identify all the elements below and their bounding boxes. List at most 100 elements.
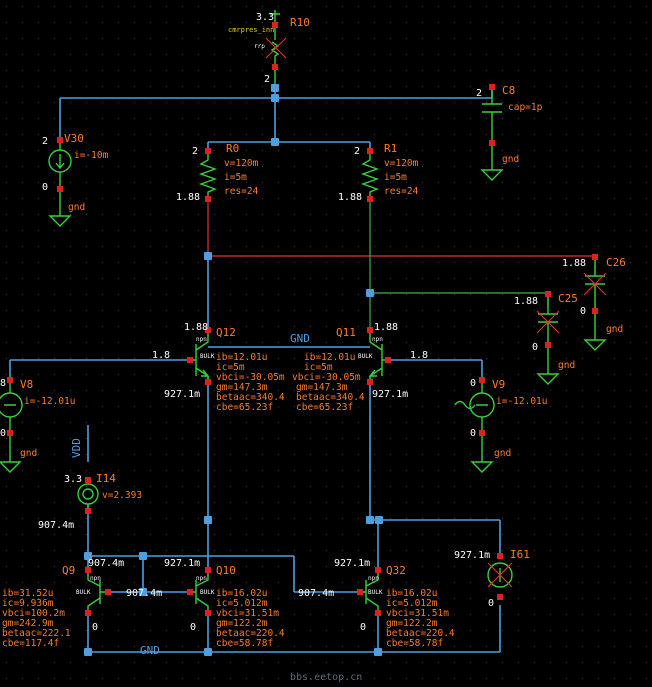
r1-node-top: 2 — [354, 146, 360, 157]
v9-param: i=-12.01u — [496, 396, 547, 407]
r1-param-res: res=24 — [384, 186, 419, 197]
v9-name: V9 — [492, 378, 505, 391]
q9-param-ic: ic=9.936m — [2, 598, 54, 609]
junction-dot — [139, 552, 147, 560]
i61-node-bot: 0 — [488, 598, 494, 609]
q32-param-gm: gm=122.2m — [386, 618, 438, 629]
v9-node-bot: 0 — [470, 428, 476, 439]
v30-node-top: 2 — [42, 136, 48, 147]
q32-transistor[interactable] — [357, 567, 381, 616]
q12-bulk: BULK — [200, 353, 215, 360]
c8-param: cap=1p — [508, 102, 543, 113]
r0-node-top: 2 — [192, 146, 198, 157]
q10-emitter: 0 — [190, 622, 196, 633]
q9-bulk: BULK — [76, 589, 91, 596]
c26-capacitor[interactable] — [583, 254, 607, 351]
c8-capacitor[interactable] — [480, 84, 504, 181]
q10-param-vbci: vbci=31.51m — [216, 608, 279, 619]
q9-param-betaac: betaac=222.1 — [2, 628, 71, 639]
q11-param-ib: ib=12.01u — [304, 352, 355, 363]
c25-node-bot: 0 — [532, 342, 538, 353]
r1-node-bot: 1.88 — [338, 192, 362, 203]
q11-param-ic: ic=5m — [304, 362, 333, 373]
r10-name: R10 — [290, 16, 310, 29]
junction-dots — [84, 84, 383, 656]
v8-source[interactable] — [0, 377, 23, 473]
c26-gnd: gnd — [606, 324, 623, 335]
r0-param-res: res=24 — [224, 186, 259, 197]
v30-name: V30 — [64, 132, 84, 145]
i14-name: I14 — [96, 472, 116, 485]
r1-resistor[interactable] — [360, 148, 380, 202]
c25-capacitor[interactable] — [536, 291, 560, 385]
q9-transistor[interactable] — [85, 567, 111, 616]
c8-name: C8 — [502, 84, 515, 97]
r10-vdd-value: 3.3 — [256, 12, 274, 23]
junction-dot — [271, 94, 279, 102]
q32-param-ic: ic=5.012m — [386, 598, 438, 609]
i14-node-bot: 907.4m — [38, 520, 74, 531]
wires — [9, 88, 596, 653]
junction-dot — [84, 648, 92, 656]
vdd-net-label: VDD — [70, 438, 83, 458]
c26-node-bot: 0 — [580, 306, 586, 317]
r0-param-v: v=120m — [224, 158, 259, 169]
q9-emitter: 0 — [92, 622, 98, 633]
q11-base: 1.8 — [410, 350, 428, 361]
c8-node: 2 — [476, 88, 482, 99]
q9-param-cbe: cbe=117.4f — [2, 638, 59, 649]
q10-param-cbe: cbe=58.78f — [216, 638, 273, 649]
q32-param-cbe: cbe=58.78f — [386, 638, 443, 649]
c25-gnd: gnd — [558, 360, 575, 371]
q11-emitter: 927.1m — [372, 389, 408, 400]
q12-param-vbci: vbci=-30.05m — [216, 372, 285, 383]
r1-name: R1 — [384, 142, 397, 155]
v30-param: i=-10m — [74, 150, 109, 161]
q12-base: 1.8 — [152, 350, 170, 361]
q12-param-gm: gm=147.3m — [216, 382, 268, 393]
q10-param-betaac: betaac=220.4 — [216, 628, 285, 639]
q12-param-ib: ib=12.01u — [216, 352, 267, 363]
c25-node-top: 1.88 — [514, 296, 538, 307]
junction-dot — [271, 138, 279, 146]
c25-name: C25 — [558, 292, 578, 305]
i14-source[interactable] — [77, 477, 99, 514]
q12-type: npn — [196, 336, 207, 343]
q11-param-cbe: cbe=65.23f — [296, 402, 353, 413]
q12-param-ic: ic=5m — [216, 362, 245, 373]
q11-param-betaac: betaac=340.4 — [296, 392, 365, 403]
q12-collector: 1.88 — [184, 322, 208, 333]
q11-transistor[interactable] — [367, 327, 391, 385]
r0-resistor[interactable] — [198, 148, 218, 202]
junction-dot — [366, 516, 374, 524]
junction-dot — [374, 648, 382, 656]
v8-param: i=-12.01u — [24, 396, 75, 407]
v30-node-bot: 0 — [42, 182, 48, 193]
q11-type: npn — [372, 336, 383, 343]
q12-param-cbe: cbe=65.23f — [216, 402, 273, 413]
v8-name: V8 — [20, 378, 33, 391]
q9-param-ib: ib=31.52u — [2, 588, 53, 599]
v9-source[interactable] — [454, 377, 495, 473]
r1-param-v: v=120m — [384, 158, 419, 169]
q9-param-vbci: vbci=100.2m — [2, 608, 65, 619]
q9-type: npn — [90, 575, 101, 582]
q32-emitter: 0 — [360, 622, 366, 633]
q9-collector: 907.4m — [88, 558, 124, 569]
r0-param-i: i=5m — [224, 172, 247, 183]
i61-source[interactable] — [487, 553, 513, 600]
v30-source[interactable] — [48, 137, 72, 227]
q10-type: npn — [196, 575, 207, 582]
q12-param-betaac: betaac=340.4 — [216, 392, 285, 403]
junction-dot — [204, 516, 212, 524]
q9-name: Q9 — [62, 564, 75, 577]
r0-node-bot: 1.88 — [176, 192, 200, 203]
q10-transistor[interactable] — [187, 567, 211, 616]
junction-dot — [84, 552, 92, 560]
v8-node-top: 8 — [0, 378, 6, 389]
q12-transistor[interactable] — [187, 327, 211, 385]
q10-bulk: BULK — [200, 589, 215, 596]
r10-resistor[interactable] — [265, 10, 287, 84]
